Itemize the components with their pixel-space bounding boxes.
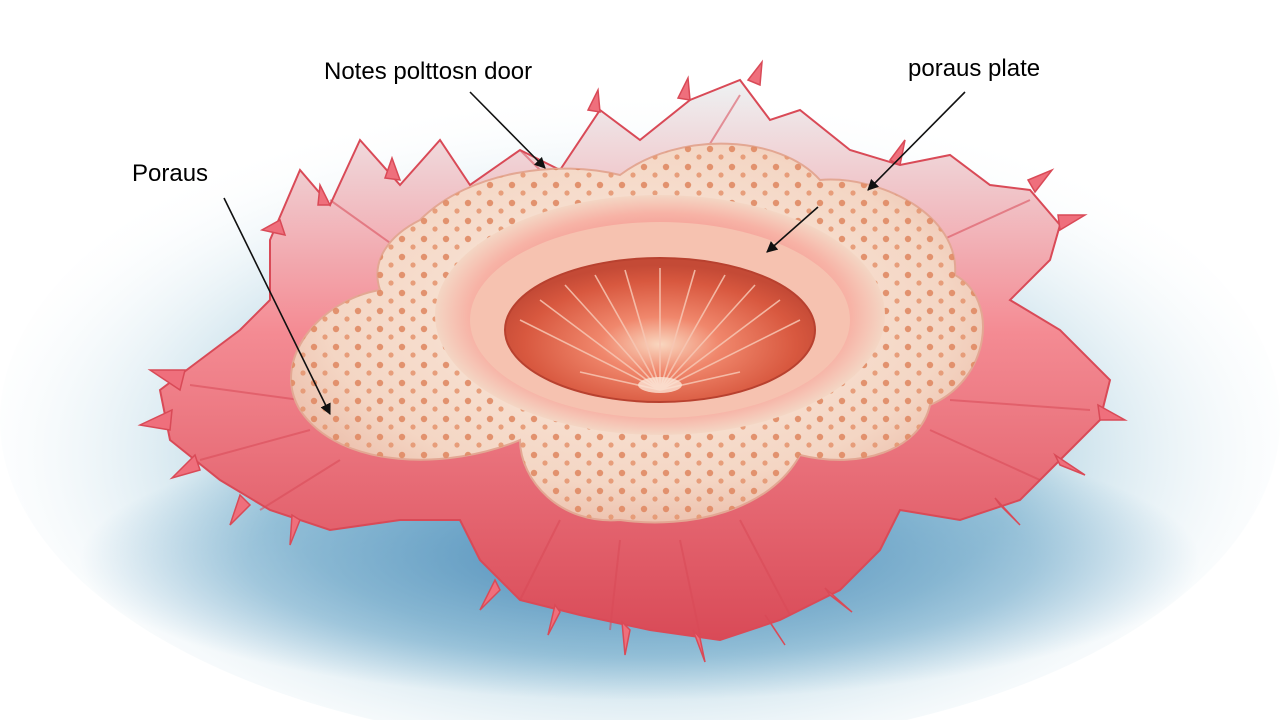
label-poraus: Poraus — [132, 160, 209, 187]
label-porous-plate: poraus plate — [908, 55, 1041, 82]
label-notes-door: Notes polttosn door — [324, 58, 533, 85]
